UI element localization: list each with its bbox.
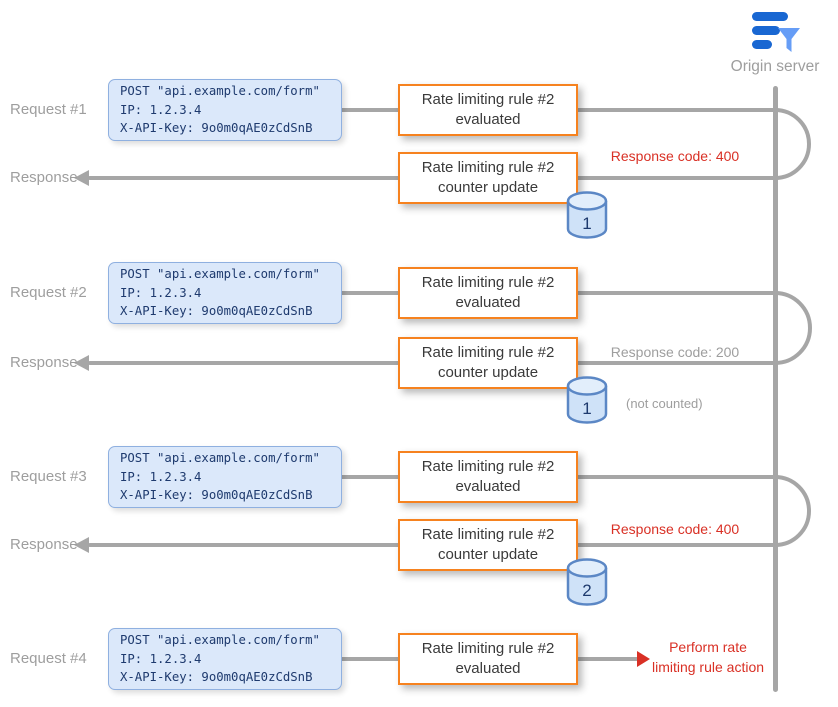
rule-action: evaluated	[455, 294, 521, 311]
server-processing-arc-1	[774, 108, 811, 180]
origin-server-icon	[752, 12, 800, 52]
rule-action: counter update	[437, 179, 539, 196]
mitigation-action-annotation: Perform rate limiting rule action	[648, 638, 768, 677]
rule-action: counter update	[437, 546, 539, 563]
rule-evaluated-box-4: Rate limiting rule #2 evaluated	[398, 633, 578, 685]
counter-database-icon-3: 2	[566, 558, 608, 606]
request-method-line: POST "api.example.com/form"	[120, 451, 320, 466]
rule-title: Rate limiting rule #2	[421, 458, 555, 476]
request-method-line: POST "api.example.com/form"	[120, 84, 320, 99]
rule-evaluated-box-2: Rate limiting rule #2 evaluated	[398, 267, 578, 319]
request4-message-box: POST "api.example.com/form" IP: 1.2.3.4 …	[108, 628, 342, 690]
lane-label-request2: Request #2	[10, 284, 87, 301]
response2-code-annotation: Response code: 200	[610, 344, 740, 360]
response1-code-annotation: Response code: 400	[610, 148, 740, 164]
rule-action: counter update	[437, 364, 539, 381]
response2-not-counted-note: (not counted)	[626, 396, 703, 411]
rule-title: Rate limiting rule #2	[421, 91, 555, 109]
request-ip-line: IP: 1.2.3.4	[120, 651, 202, 666]
request-method-line: POST "api.example.com/form"	[120, 267, 320, 282]
request1-message-box: POST "api.example.com/form" IP: 1.2.3.4 …	[108, 79, 342, 141]
mitigation-arrowhead-icon	[637, 651, 650, 667]
request3-message-box: POST "api.example.com/form" IP: 1.2.3.4 …	[108, 446, 342, 508]
counter-value: 1	[582, 214, 591, 233]
request-apikey-line: X-API-Key: 9o0m0qAE0zCdSnB	[120, 488, 313, 503]
lane-label-response1: Response	[10, 169, 78, 186]
mitigation-action-line2: limiting rule action	[651, 658, 765, 675]
response3-code-annotation: Response code: 400	[610, 521, 740, 537]
lane-label-request3: Request #3	[10, 468, 87, 485]
rule-title: Rate limiting rule #2	[421, 640, 555, 658]
response3-arrowhead-icon	[74, 537, 89, 553]
response2-arrowhead-icon	[74, 355, 89, 371]
rule-action: evaluated	[455, 478, 521, 495]
request2-message-box: POST "api.example.com/form" IP: 1.2.3.4 …	[108, 262, 342, 324]
counter-database-icon-1: 1	[566, 191, 608, 239]
rule-action: evaluated	[455, 111, 521, 128]
counter-database-icon-2: 1	[566, 376, 608, 424]
server-processing-arc-3	[774, 475, 811, 547]
counter-value: 2	[582, 581, 591, 600]
server-processing-arc-2	[774, 291, 812, 365]
origin-server-label: Origin server	[730, 58, 820, 75]
request-method-line: POST "api.example.com/form"	[120, 633, 320, 648]
rule-evaluated-box-1: Rate limiting rule #2 evaluated	[398, 84, 578, 136]
request-apikey-line: X-API-Key: 9o0m0qAE0zCdSnB	[120, 121, 313, 136]
rule-title: Rate limiting rule #2	[421, 159, 555, 177]
counter-value: 1	[582, 399, 591, 418]
lane-label-request4: Request #4	[10, 650, 87, 667]
counter-update-box-2: Rate limiting rule #2 counter update	[398, 337, 578, 389]
lane-label-response2: Response	[10, 354, 78, 371]
request-apikey-line: X-API-Key: 9o0m0qAE0zCdSnB	[120, 304, 313, 319]
lane-label-response3: Response	[10, 536, 78, 553]
server-lifeline	[773, 86, 778, 692]
counter-update-box-3: Rate limiting rule #2 counter update	[398, 519, 578, 571]
rule-title: Rate limiting rule #2	[421, 344, 555, 362]
lane-label-request1: Request #1	[10, 101, 87, 118]
request-apikey-line: X-API-Key: 9o0m0qAE0zCdSnB	[120, 670, 313, 685]
response1-arrowhead-icon	[74, 170, 89, 186]
mitigation-action-line1: Perform rate	[669, 639, 747, 655]
rule-evaluated-box-3: Rate limiting rule #2 evaluated	[398, 451, 578, 503]
rule-action: evaluated	[455, 660, 521, 677]
counter-update-box-1: Rate limiting rule #2 counter update	[398, 152, 578, 204]
rule-title: Rate limiting rule #2	[421, 526, 555, 544]
request-ip-line: IP: 1.2.3.4	[120, 285, 202, 300]
request-ip-line: IP: 1.2.3.4	[120, 469, 202, 484]
request-ip-line: IP: 1.2.3.4	[120, 102, 202, 117]
rule-title: Rate limiting rule #2	[421, 274, 555, 292]
